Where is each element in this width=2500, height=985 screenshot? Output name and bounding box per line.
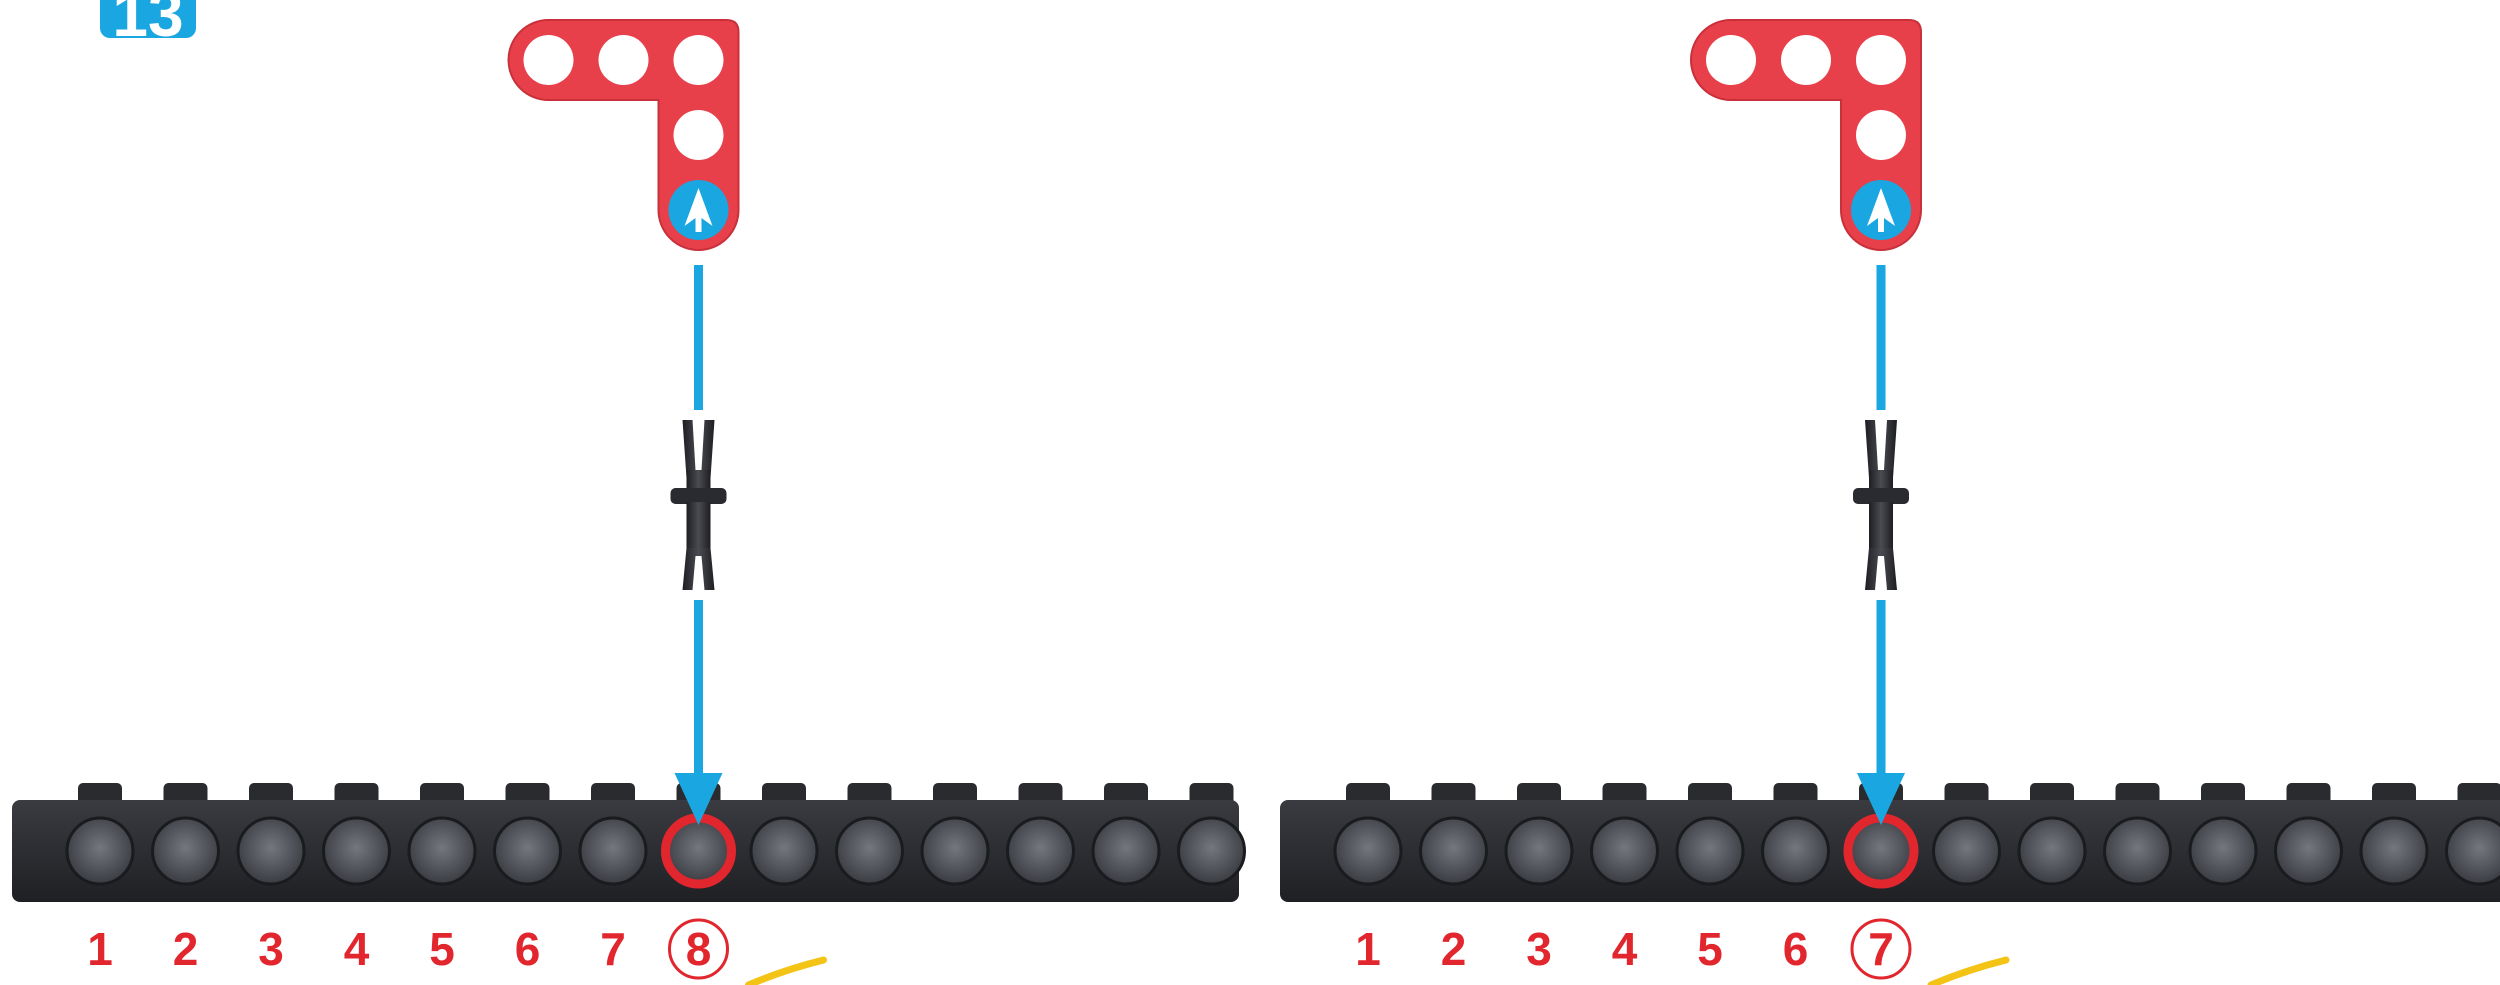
beam-hole bbox=[922, 818, 988, 884]
hole-number-label: 7 bbox=[600, 923, 626, 975]
liftarm-hole bbox=[524, 35, 574, 85]
beam-hole bbox=[495, 818, 561, 884]
hole-number-label: 5 bbox=[1697, 923, 1723, 975]
beam-hole bbox=[1763, 818, 1829, 884]
beam-hole bbox=[1506, 818, 1572, 884]
l-shaped-liftarm-icon bbox=[509, 20, 739, 250]
beam-hole bbox=[2447, 818, 2500, 884]
target-hole-number-label: 8 bbox=[686, 923, 712, 975]
beam-hole bbox=[580, 818, 646, 884]
beam-hole bbox=[1093, 818, 1159, 884]
pin-top bbox=[683, 420, 715, 478]
beam-hole bbox=[1934, 818, 2000, 884]
accent-curve bbox=[1931, 960, 2006, 985]
hole-number-label: 4 bbox=[1612, 923, 1638, 975]
pin-bottom bbox=[683, 548, 715, 590]
target-hole-number-label: 7 bbox=[1868, 923, 1894, 975]
hole-number-label: 1 bbox=[1355, 923, 1381, 975]
studded-beam bbox=[12, 783, 1245, 902]
l-shaped-liftarm-icon bbox=[1691, 20, 1921, 250]
connector-pin-icon bbox=[671, 420, 727, 590]
hole-number-label: 6 bbox=[515, 923, 541, 975]
hole-number-label: 3 bbox=[258, 923, 284, 975]
liftarm-hole bbox=[599, 35, 649, 85]
panel-left: 1 2 3 4 5 6 7 8 bbox=[12, 20, 1245, 985]
beam-hole bbox=[324, 818, 390, 884]
hole-number-label: 1 bbox=[87, 923, 113, 975]
hole-number-label: 4 bbox=[344, 923, 370, 975]
beam-hole bbox=[1677, 818, 1743, 884]
beam-hole bbox=[1179, 818, 1245, 884]
beam-hole bbox=[2105, 818, 2171, 884]
pin-shaft-lower bbox=[687, 502, 711, 550]
liftarm-hole bbox=[1781, 35, 1831, 85]
beam-hole bbox=[409, 818, 475, 884]
pin-top bbox=[1865, 420, 1897, 478]
hole-number-label: 3 bbox=[1526, 923, 1552, 975]
beam-hole bbox=[1008, 818, 1074, 884]
pin-bottom bbox=[1865, 548, 1897, 590]
beam-hole bbox=[67, 818, 133, 884]
connector-pin-icon bbox=[1853, 420, 1909, 590]
panel-right: 1 2 3 4 5 6 7 bbox=[1280, 20, 2500, 985]
pin-shaft-lower bbox=[1869, 502, 1893, 550]
liftarm-hole bbox=[674, 35, 724, 85]
beam-hole bbox=[1335, 818, 1401, 884]
beam-hole bbox=[2276, 818, 2342, 884]
beam-hole bbox=[837, 818, 903, 884]
beam-hole bbox=[1421, 818, 1487, 884]
hole-number-label: 2 bbox=[1441, 923, 1467, 975]
pin-collar bbox=[671, 488, 727, 504]
beam-hole bbox=[751, 818, 817, 884]
beam-hole bbox=[153, 818, 219, 884]
beam-hole bbox=[2019, 818, 2085, 884]
hole-number-label: 6 bbox=[1783, 923, 1809, 975]
hole-number-label: 5 bbox=[429, 923, 455, 975]
beam-hole bbox=[2190, 818, 2256, 884]
beam-hole bbox=[2361, 818, 2427, 884]
beam-hole bbox=[1592, 818, 1658, 884]
hole-number-label: 2 bbox=[173, 923, 199, 975]
pin-collar bbox=[1853, 488, 1909, 504]
accent-curve bbox=[749, 960, 824, 985]
liftarm-hole bbox=[674, 110, 724, 160]
liftarm-hole bbox=[1856, 110, 1906, 160]
liftarm-hole bbox=[1856, 35, 1906, 85]
beam-hole bbox=[238, 818, 304, 884]
liftarm-hole bbox=[1706, 35, 1756, 85]
